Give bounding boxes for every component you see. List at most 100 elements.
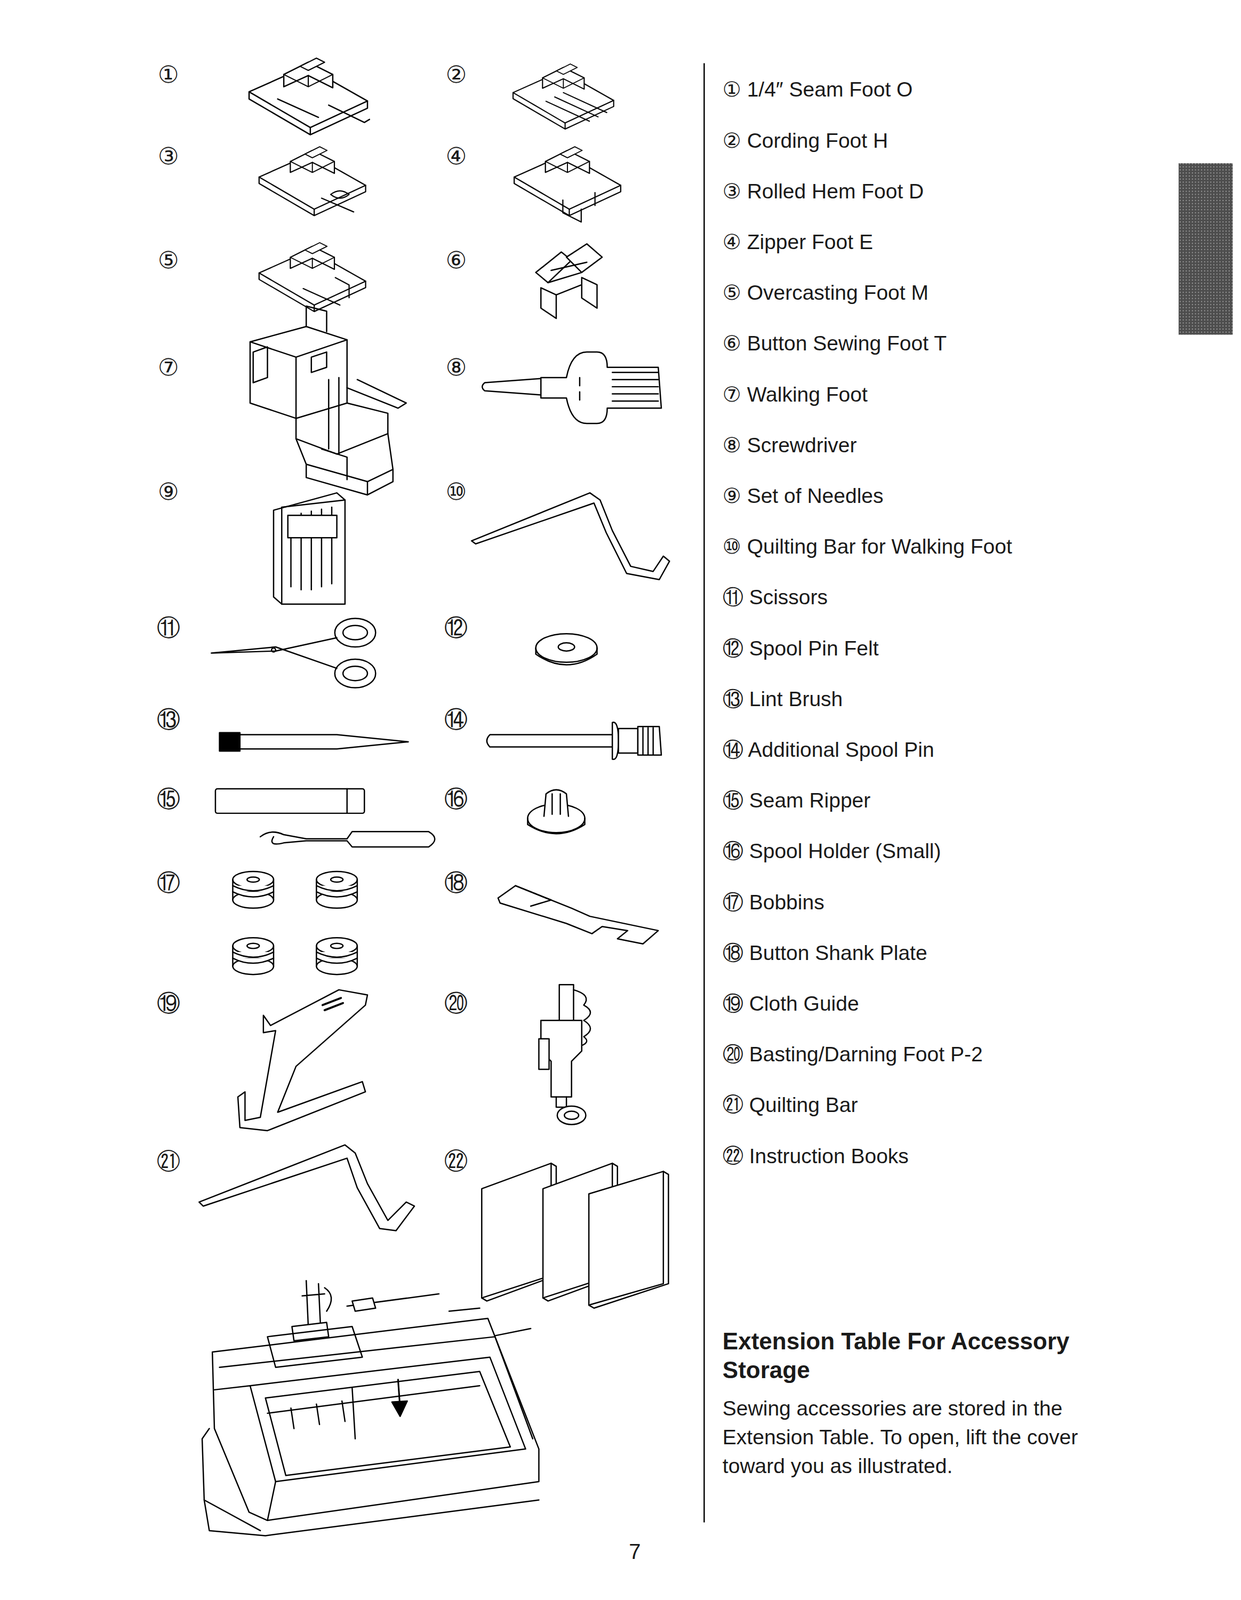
callout-number: ⑬ [156, 707, 181, 732]
callout-number: ⑩ [445, 479, 467, 504]
illustration-stroke [259, 242, 366, 312]
callout-number: ④ [445, 144, 467, 168]
illustration-stroke [211, 618, 376, 688]
part-list-item: ④ Zipper Foot E [722, 230, 874, 254]
illustration-stroke [579, 377, 581, 400]
illustration-stroke [202, 1280, 539, 1536]
illustration-stroke [316, 871, 358, 909]
part-list-item: ⑯ Spool Holder (Small) [722, 839, 942, 863]
illustration-stroke [540, 287, 557, 319]
illustration-stroke [486, 722, 662, 760]
part-list-item: ⑳ Basting/Darning Foot P-2 [722, 1043, 983, 1067]
illustration-stroke [566, 243, 603, 273]
illustration-stroke [330, 943, 343, 949]
page-number: 7 [628, 1540, 641, 1563]
illustration-stroke [214, 1385, 276, 1521]
illustration-stroke [588, 1171, 664, 1305]
illustration-stroke [219, 732, 240, 751]
illustration-stroke [302, 277, 349, 306]
illustration-stroke [558, 642, 575, 651]
illustration-stroke [513, 63, 614, 130]
callout-number: ㉒ [444, 1149, 468, 1174]
illustration-stroke [351, 1298, 376, 1312]
illustration-stroke [637, 726, 662, 756]
illustration-stroke [328, 377, 339, 454]
illustration-stroke [237, 989, 368, 1131]
illustration-stroke [215, 788, 365, 814]
illustration-stroke [250, 339, 348, 419]
illustration-stroke [311, 351, 327, 373]
part-list-item: ① 1/4″ Seam Foot O [722, 78, 914, 102]
line-art [198, 58, 670, 1536]
illustration-stroke [342, 666, 368, 681]
illustration-stroke [556, 1097, 567, 1108]
illustration-stroke [219, 732, 409, 751]
illustration-stroke [535, 633, 598, 663]
illustration-stroke [391, 1400, 408, 1417]
illustration-stroke [265, 1371, 511, 1476]
illustration-stroke [267, 1385, 480, 1439]
illustration-stroke [548, 262, 588, 295]
illustration-stroke [246, 943, 260, 949]
illustration-stroke [215, 788, 435, 847]
illustration-stroke [557, 1106, 587, 1125]
callout-number: ⑰ [156, 870, 181, 895]
illustration-stroke [334, 659, 376, 688]
part-list-item: ⑦ Walking Foot [722, 382, 868, 406]
illustration-stroke [232, 871, 357, 975]
illustration-stroke [295, 433, 394, 482]
illustration-stroke [346, 788, 348, 814]
part-list-item: ⑱ Button Shank Plate [722, 941, 928, 965]
illustration-stroke [211, 637, 337, 669]
illustration-stroke [250, 306, 407, 495]
illustration-stroke [249, 58, 368, 135]
callout-number: ⑨ [157, 479, 179, 504]
illustration-stroke [267, 1326, 363, 1368]
illustration-stroke [321, 198, 354, 213]
illustration-stroke [250, 326, 348, 419]
illustration-stroke [287, 515, 338, 538]
illustration-stroke [594, 192, 596, 206]
illustration-stroke [514, 146, 621, 216]
illustration-stroke [347, 379, 407, 409]
callout-number: ⑥ [445, 248, 467, 272]
illustration-stroke [342, 625, 368, 640]
illustration-stroke [334, 618, 376, 647]
section-heading: Extension Table For Accessory Storage [722, 1326, 1150, 1385]
illustration-stroke [527, 818, 585, 834]
illustration-stroke [498, 885, 659, 944]
illustration-stroke [328, 105, 370, 123]
illustration-stroke [538, 984, 591, 1125]
illustration-stroke [330, 190, 349, 199]
illustration-stroke [250, 1357, 526, 1482]
illustration-stroke [482, 378, 541, 396]
part-list-item: ⑤ Overcasting Foot M [722, 281, 929, 305]
illustration-stroke [246, 876, 260, 883]
illustration-stroke [564, 1111, 579, 1120]
illustration-stroke [259, 146, 366, 216]
illustration-stroke [540, 351, 662, 424]
part-list-item: ⑨ Set of Needles [722, 484, 884, 508]
illustration-stroke [643, 727, 654, 755]
illustration-stroke [612, 722, 619, 760]
illustration-stroke [486, 734, 613, 748]
callout-number: ⑫ [444, 615, 468, 640]
illustration-stroke [239, 734, 409, 750]
illustration-stroke [273, 492, 346, 605]
callout-number: ⑧ [445, 355, 467, 380]
callout-number: ② [445, 62, 467, 87]
callout-number: ⑭ [444, 707, 468, 732]
illustration-stroke [249, 58, 370, 135]
illustration-stroke [324, 1287, 332, 1312]
illustration-stroke [316, 937, 358, 975]
illustration-stroke [232, 885, 274, 898]
illustration-stroke [260, 831, 435, 847]
illustration-stroke [546, 92, 607, 122]
part-list-item: ⑧ Screwdriver [722, 433, 858, 457]
illustration-stroke [562, 199, 581, 222]
illustration-stroke [481, 1163, 669, 1309]
part-list-item: ⑬ Lint Brush [722, 687, 843, 711]
illustration-stroke [581, 277, 598, 308]
